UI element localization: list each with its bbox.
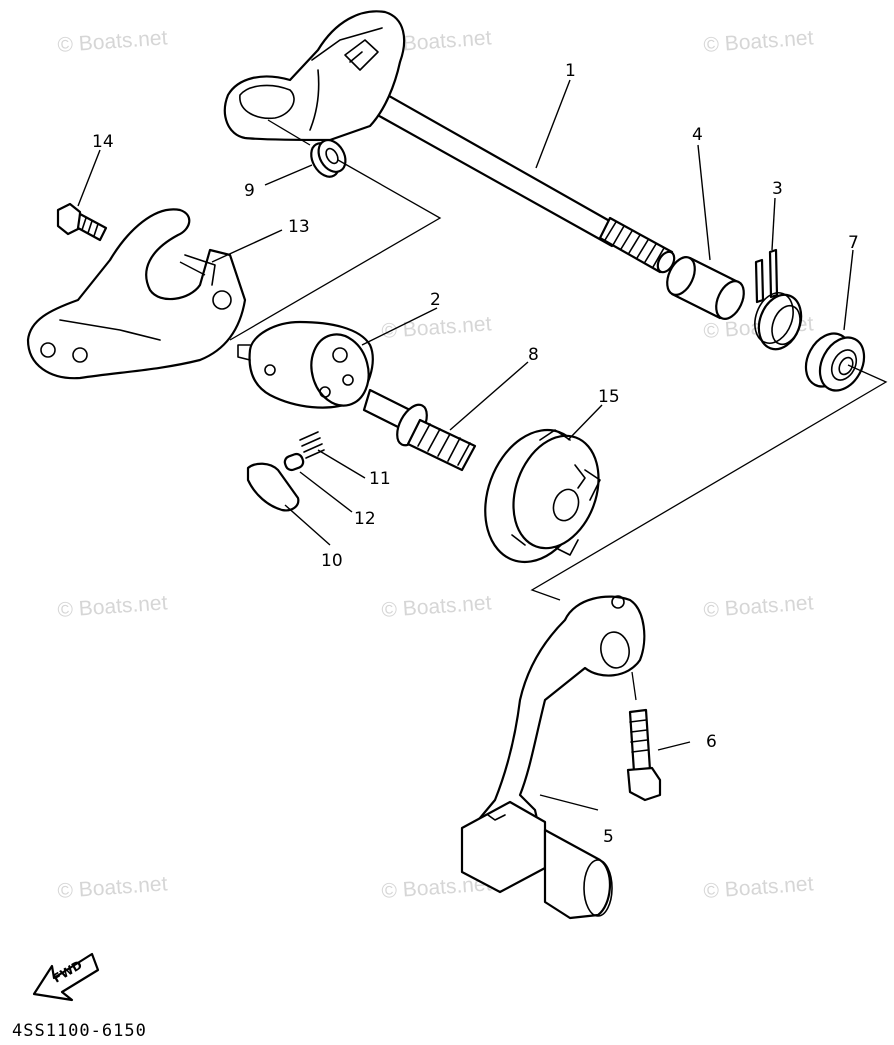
- diagram-code: 4SS1100-6150: [12, 1021, 147, 1041]
- watermark: © Boats.net: [703, 26, 815, 57]
- shaft-bolt: [362, 388, 477, 472]
- stopper-plate: [26, 208, 247, 380]
- collar: [666, 256, 745, 320]
- bolt-6: [626, 708, 662, 802]
- fwd-arrow-icon: FWD: [32, 952, 100, 1002]
- shift-pedal: [460, 595, 646, 920]
- callout-4: 4: [692, 125, 703, 145]
- leader-lines: [77, 79, 854, 811]
- washer: [310, 139, 347, 178]
- bolt-14: [56, 202, 108, 242]
- callout-13: 13: [288, 217, 310, 237]
- oil-seal: [804, 332, 866, 392]
- watermark: © Boats.net: [57, 591, 169, 622]
- assembly-lines: [179, 119, 888, 701]
- callout-2: 2: [430, 290, 441, 310]
- callout-7: 7: [848, 233, 859, 253]
- callout-8: 8: [528, 345, 539, 365]
- callout-11: 11: [369, 469, 391, 489]
- watermark: © Boats.net: [57, 26, 169, 57]
- callout-10: 10: [321, 551, 343, 571]
- watermark: © Boats.net: [381, 591, 493, 622]
- watermark: © Boats.net: [703, 591, 815, 622]
- shift-shaft: [223, 10, 676, 274]
- callout-6: 6: [706, 732, 717, 752]
- callouts: 1 2 3 4 5 6 7 8 9 10 11 12 13 14 15: [92, 61, 859, 847]
- callout-1: 1: [565, 61, 576, 81]
- callout-12: 12: [354, 509, 376, 529]
- watermark: © Boats.net: [703, 872, 815, 903]
- callout-14: 14: [92, 132, 114, 152]
- torsion-spring: [754, 248, 803, 351]
- spring-pin-plate: [246, 431, 325, 512]
- segment: [237, 320, 374, 409]
- watermark: © Boats.net: [57, 872, 169, 903]
- callout-9: 9: [244, 181, 255, 201]
- callout-15: 15: [598, 387, 620, 407]
- callout-3: 3: [772, 179, 783, 199]
- watermarks: © Boats.net © Boats.net © Boats.net © Bo…: [57, 26, 815, 903]
- shift-cam: [484, 428, 601, 564]
- callout-5: 5: [603, 827, 614, 847]
